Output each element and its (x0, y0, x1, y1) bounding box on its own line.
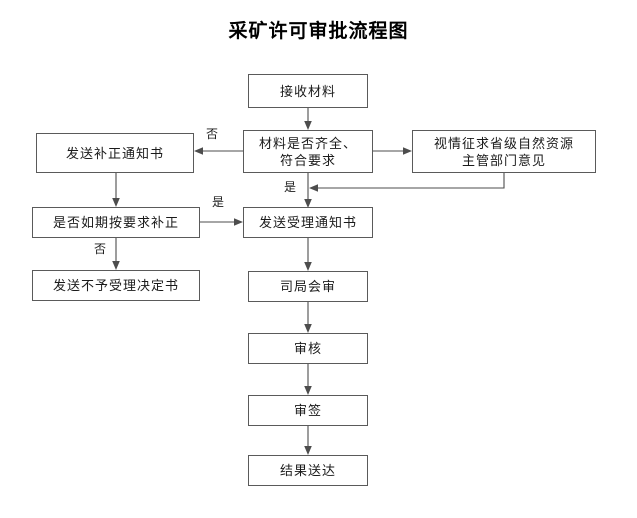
node-sign[interactable]: 审签 (248, 395, 368, 426)
arrowhead-check-to-provincial (403, 147, 412, 155)
node-send-acceptance-notice[interactable]: 发送受理通知书 (243, 207, 373, 238)
node-materials-check[interactable]: 材料是否齐全、 符合要求 (243, 130, 373, 173)
node-send-correction-notice[interactable]: 发送补正通知书 (36, 133, 194, 173)
arrowhead-examine-to-sign (304, 386, 312, 395)
node-deliver-result[interactable]: 结果送达 (248, 455, 368, 486)
arrowhead-correction-to-corrected (112, 198, 120, 207)
node-send-rejection-decision[interactable]: 发送不予受理决定书 (32, 270, 200, 301)
edge-label-check-no: 否 (206, 127, 219, 141)
connector-provincial-feedback (317, 173, 505, 189)
edge-label-corrected-yes: 是 (212, 195, 225, 209)
edge-label-corrected-no: 否 (94, 242, 107, 256)
node-corrected-in-time[interactable]: 是否如期按要求补正 (32, 207, 200, 238)
node-provincial-opinion[interactable]: 视情征求省级自然资源 主管部门意见 (412, 130, 596, 173)
arrowhead-provincial-feedback (309, 184, 318, 192)
node-examine[interactable]: 审核 (248, 333, 368, 364)
page-title: 采矿许可审批流程图 (228, 21, 409, 42)
arrowhead-corrected-to-rejection (112, 261, 120, 270)
node-joint-review[interactable]: 司局会审 (248, 271, 368, 302)
arrowhead-corrected-to-acceptance (234, 218, 243, 226)
arrowhead-receive-to-check (304, 121, 312, 130)
arrowhead-check-to-correction (194, 147, 203, 155)
edge-label-check-yes: 是 (284, 180, 297, 194)
node-receive-materials[interactable]: 接收材料 (248, 74, 368, 108)
arrowhead-acceptance-to-review (304, 262, 312, 271)
arrowhead-review-to-examine (304, 324, 312, 333)
arrowhead-sign-to-deliver (304, 446, 312, 455)
